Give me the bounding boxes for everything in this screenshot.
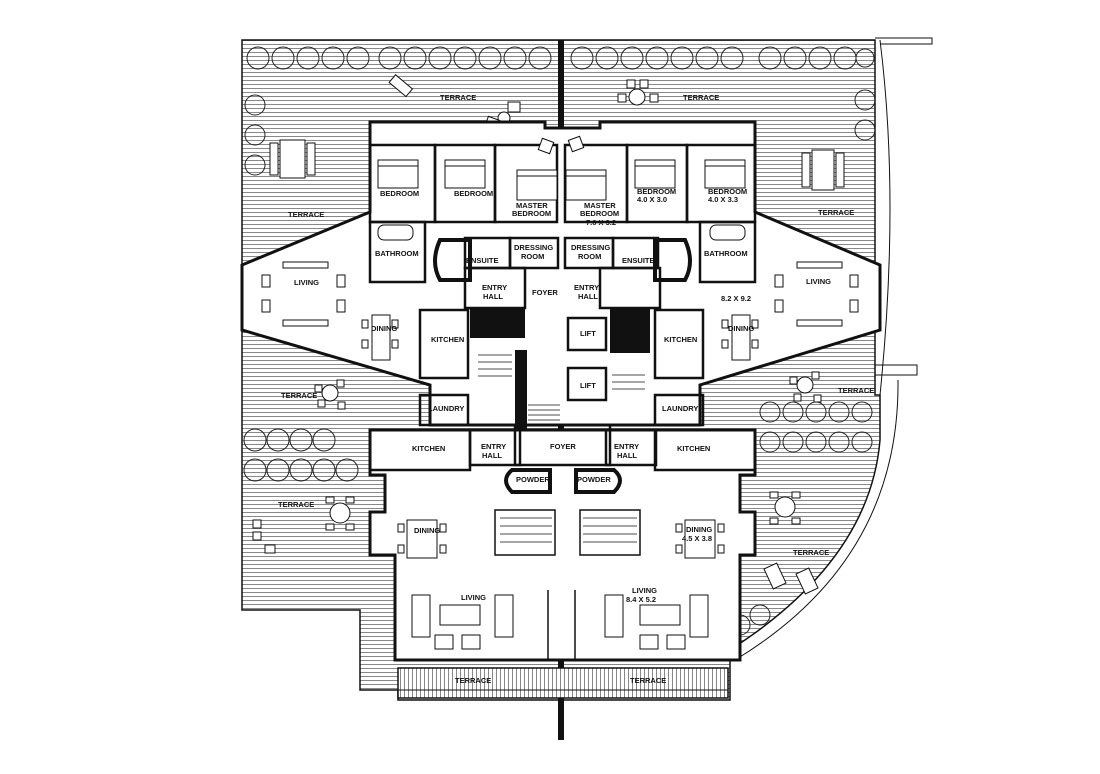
- label-dining-br-dim: 4.5 X 3.8: [682, 534, 712, 543]
- label-entry-hall-tr-2: HALL: [578, 292, 598, 301]
- label-lift-2: LIFT: [580, 381, 596, 390]
- label-foyer-bottom: FOYER: [550, 442, 576, 451]
- label-kitchen-br: KITCHEN: [677, 444, 710, 453]
- label-terrace-top-left: TERRACE: [440, 93, 476, 102]
- label-ensuite-left: ENSUITE: [466, 256, 499, 265]
- label-master-left-1: MASTER: [516, 201, 548, 210]
- label-terrace-mid-left: TERRACE: [281, 391, 317, 400]
- outdoor-furniture: [252, 74, 845, 595]
- label-powder-right: POWDER: [577, 475, 611, 484]
- label-bedroom-4: BEDROOM: [708, 187, 747, 196]
- label-living-br: LIVING: [632, 586, 657, 595]
- planter-row-top: [244, 46, 876, 176]
- label-terrace-bottom-right: TERRACE: [630, 676, 666, 685]
- label-bedroom-1: BEDROOM: [380, 189, 419, 198]
- label-dining-left: DINING: [371, 324, 397, 333]
- label-terrace-right: TERRACE: [818, 208, 854, 217]
- label-foyer-top: FOYER: [532, 288, 558, 297]
- label-kitchen-bl: KITCHEN: [412, 444, 445, 453]
- bottom-balcony: [397, 667, 729, 699]
- label-terrace-bottom-left: TERRACE: [455, 676, 491, 685]
- label-master-right-1: MASTER: [584, 201, 616, 210]
- label-dressing-left-2: ROOM: [521, 252, 544, 261]
- label-bathroom-left: BATHROOM: [375, 249, 419, 258]
- label-bedroom-4-dim: 4.0 X 3.3: [708, 195, 738, 204]
- label-living-right-dim: 8.2 X 9.2: [721, 294, 751, 303]
- label-kitchen-tl: KITCHEN: [431, 335, 464, 344]
- label-terrace-top-right: TERRACE: [683, 93, 719, 102]
- label-living-br-dim: 8.4 X 5.2: [626, 595, 656, 604]
- label-dressing-right-2: ROOM: [578, 252, 601, 261]
- label-terrace-mid-right: TERRACE: [838, 386, 874, 395]
- label-dining-bl: DINING: [414, 526, 440, 535]
- label-entry-hall-br-2: HALL: [617, 451, 637, 460]
- label-terrace-left: TERRACE: [288, 210, 324, 219]
- planter-row-mid: [243, 401, 873, 636]
- label-entry-hall-tr-1: ENTRY: [574, 283, 599, 292]
- label-entry-hall-tl-2: HALL: [483, 292, 503, 301]
- label-laundry-right: LAUNDRY: [662, 404, 698, 413]
- label-laundry-left: LAUNDRY: [428, 404, 464, 413]
- lower-apartments: [368, 423, 757, 662]
- label-bedroom-3: BEDROOM: [637, 187, 676, 196]
- label-dining-br: DINING: [686, 525, 712, 534]
- label-entry-hall-tl-1: ENTRY: [482, 283, 507, 292]
- room-labels: TERRACE TERRACE TERRACE TERRACE TERRACE …: [278, 93, 874, 685]
- label-master-right-dim: 7.6 X 3.2: [586, 218, 616, 227]
- label-entry-hall-br-1: ENTRY: [614, 442, 639, 451]
- label-kitchen-tr: KITCHEN: [664, 335, 697, 344]
- label-dressing-right-1: DRESSING: [571, 243, 610, 252]
- label-bedroom-3-dim: 4.0 X 3.0: [637, 195, 667, 204]
- label-entry-hall-bl-2: HALL: [482, 451, 502, 460]
- label-bedroom-2: BEDROOM: [454, 189, 493, 198]
- label-dressing-left-1: DRESSING: [514, 243, 553, 252]
- label-master-left-2: BEDROOM: [512, 209, 551, 218]
- label-living-bl: LIVING: [461, 593, 486, 602]
- label-bathroom-right: BATHROOM: [704, 249, 748, 258]
- label-living-right: LIVING: [806, 277, 831, 286]
- label-living-left: LIVING: [294, 278, 319, 287]
- label-terrace-lower-left: TERRACE: [278, 500, 314, 509]
- label-terrace-lower-right: TERRACE: [793, 548, 829, 557]
- label-entry-hall-bl-1: ENTRY: [481, 442, 506, 451]
- upper-apartments: [240, 120, 882, 430]
- label-lift-1: LIFT: [580, 329, 596, 338]
- label-ensuite-right: ENSUITE: [622, 256, 655, 265]
- label-master-right-2: BEDROOM: [580, 209, 619, 218]
- label-dining-right: DINING: [728, 324, 754, 333]
- label-powder-left: POWDER: [516, 475, 550, 484]
